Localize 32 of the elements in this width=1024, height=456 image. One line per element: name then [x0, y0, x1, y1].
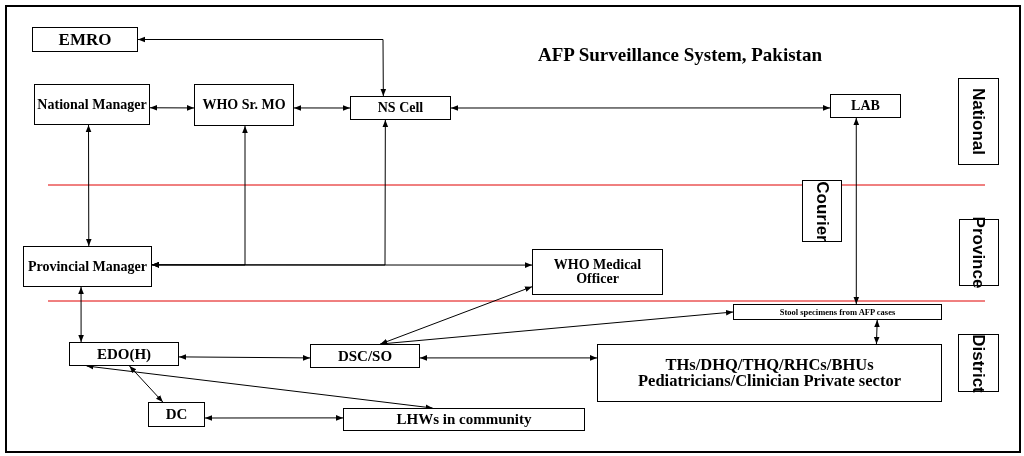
level-label-box: National — [958, 78, 999, 165]
org-box: DSC/SO — [310, 344, 420, 368]
connector-arrow — [85, 124, 92, 247]
connector-arrow — [137, 36, 387, 97]
connector-arrow — [129, 365, 164, 403]
connector-arrow — [450, 105, 831, 111]
connector-arrow — [86, 364, 434, 410]
connector-arrow — [78, 286, 84, 343]
org-box: WHO Medical Officer — [532, 249, 663, 295]
connector-arrow — [293, 105, 351, 111]
org-box: EMRO — [32, 27, 138, 52]
org-box: Stool specimens from AFP cases — [733, 304, 942, 320]
org-box: DC — [148, 402, 205, 427]
diagram-title: AFP Surveillance System, Pakistan — [537, 44, 823, 66]
connector-arrow — [873, 319, 880, 345]
org-box: WHO Sr. MO — [194, 84, 294, 126]
level-label-box: District — [958, 334, 999, 392]
connector-arrow — [178, 354, 311, 361]
connector-arrow — [419, 355, 598, 361]
org-box: LHWs in community — [343, 408, 585, 431]
connector-arrow — [149, 105, 195, 111]
org-box: THs/DHQ/THQ/RHCs/BHUs Pediatricians/Clinician Private sector — [597, 344, 942, 402]
level-label-box: Courier — [802, 180, 842, 242]
org-box: LAB — [830, 94, 901, 118]
org-box: Provincial Manager — [23, 246, 152, 287]
org-box: EDO(H) — [69, 342, 179, 366]
org-box: NS Cell — [350, 96, 451, 120]
connector-arrow — [853, 117, 860, 305]
connector-arrow — [379, 286, 533, 345]
org-box: National Manager — [34, 84, 150, 125]
connector-arrow — [204, 415, 344, 421]
connector-arrow — [151, 119, 389, 268]
